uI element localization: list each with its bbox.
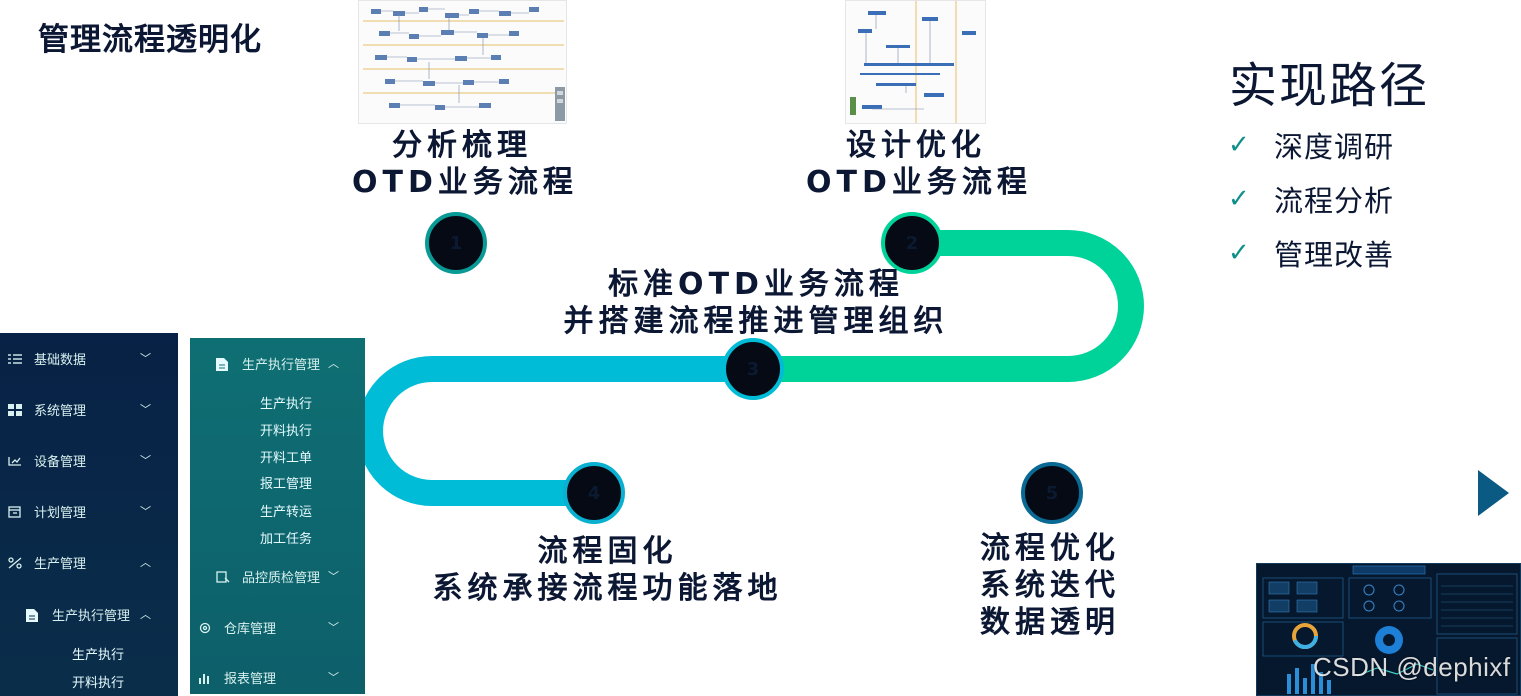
- sidebar-item-production[interactable]: 生产管理: [8, 553, 86, 572]
- path-heading: 实现路径: [1229, 58, 1430, 114]
- chevron-up-icon[interactable]: ︿: [328, 357, 339, 370]
- stage-node-1[interactable]: 1: [425, 212, 487, 274]
- stage-4-text: 流程固化 系统承接流程功能落地: [420, 533, 795, 607]
- stage-node-5[interactable]: 5: [1021, 462, 1083, 524]
- sidebar-item-label: 报表管理: [224, 672, 277, 687]
- sidebar-item-warehouse[interactable]: 仓库管理: [198, 618, 276, 637]
- sidebar-menu-teal: 生产执行管理 ︿ 生产执行 开料执行 开料工单 报工管理 生产转运 加工任务 品…: [190, 338, 365, 694]
- sidebar-item-device[interactable]: 设备管理: [8, 451, 86, 470]
- sidebar-menu-dark: 基础数据 ﹀ 系统管理 ﹀ 设备管理 ﹀ 计划管理 ﹀ 生产管理 ︿ 生产执行管…: [0, 333, 178, 696]
- chevron-down-icon[interactable]: ﹀: [140, 454, 151, 467]
- path-item-label: 管理改善: [1274, 238, 1395, 272]
- sidebar-item-label: 系统管理: [34, 404, 87, 419]
- document-icon: [216, 357, 230, 371]
- chevron-down-icon[interactable]: ﹀: [328, 621, 339, 634]
- check-icon: ✓: [1228, 130, 1250, 160]
- stage-5-title: 流程优化: [980, 531, 1120, 566]
- sidebar-item-report[interactable]: 报表管理: [198, 668, 276, 687]
- chevron-down-icon[interactable]: ﹀: [328, 671, 339, 684]
- sidebar-item-label: 设备管理: [34, 455, 87, 470]
- stage-3-subtitle: 并搭建流程推进管理组织: [563, 304, 949, 339]
- path-item-label: 流程分析: [1274, 184, 1395, 218]
- sidebar-subgroup-execution[interactable]: 生产执行管理: [216, 354, 320, 373]
- sidebar-subitem[interactable]: 加工任务: [260, 532, 313, 547]
- stage-node-number: 5: [1045, 482, 1059, 504]
- stage-node-number: 2: [905, 232, 919, 254]
- sidebar-item-label: 仓库管理: [224, 622, 277, 637]
- stage-node-4[interactable]: 4: [563, 462, 625, 524]
- path-item: ✓ 管理改善: [1228, 226, 1394, 280]
- stage-3-title: 标准OTD业务流程: [608, 267, 904, 302]
- stage-node-2[interactable]: 2: [881, 212, 943, 274]
- device-icon: [8, 455, 22, 467]
- stage-node-number: 4: [587, 482, 601, 504]
- stage-node-3[interactable]: 3: [722, 338, 784, 400]
- stage-node-number: 1: [449, 232, 463, 254]
- sidebar-item-label: 计划管理: [34, 506, 87, 521]
- sidebar-item-label: 基础数据: [34, 353, 87, 368]
- sidebar-item-basic-data[interactable]: 基础数据: [8, 349, 86, 368]
- sidebar-subitem[interactable]: 生产执行: [72, 648, 125, 663]
- sidebar-subitem[interactable]: 开料工单: [260, 451, 313, 466]
- flowchart-thumbnail-1: [358, 0, 567, 124]
- watermark: CSDN @dephixf: [1313, 652, 1511, 682]
- stage-4-title: 流程固化: [537, 534, 678, 569]
- stage-1-text: 分析梳理 OTD业务流程: [352, 127, 578, 201]
- sidebar-item-system[interactable]: 系统管理: [8, 400, 86, 419]
- stage-5-subtitle: 系统迭代: [980, 568, 1120, 603]
- stage-2-title: 设计优化: [846, 128, 986, 163]
- sidebar-subitem[interactable]: 开料执行: [72, 676, 125, 691]
- stage-4-subtitle: 系统承接流程功能落地: [432, 571, 783, 606]
- sidebar-subgroup-execution[interactable]: 生产执行管理: [26, 605, 130, 624]
- stage-2-text: 设计优化 OTD业务流程: [806, 127, 1032, 201]
- sidebar-subitem[interactable]: 生产执行: [260, 397, 313, 412]
- page-title: 管理流程透明化: [38, 22, 262, 58]
- chevron-up-icon[interactable]: ︿: [140, 556, 151, 569]
- sidebar-subitem[interactable]: 开料执行: [260, 424, 313, 439]
- stage-5-note: 数据透明: [980, 605, 1120, 640]
- chevron-down-icon[interactable]: ﹀: [140, 505, 151, 518]
- sidebar-item-quality[interactable]: 品控质检管理: [216, 567, 320, 586]
- sidebar-item-label: 品控质检管理: [242, 571, 321, 586]
- stage-2-subtitle: OTD业务流程: [806, 165, 1032, 200]
- percent-icon: [8, 556, 22, 569]
- path-item: ✓ 深度调研: [1228, 118, 1394, 172]
- grid-icon: [8, 403, 22, 416]
- sidebar-subitem[interactable]: 报工管理: [260, 477, 313, 492]
- stage-1-title: 分析梳理: [392, 128, 532, 163]
- sidebar-item-plan[interactable]: 计划管理: [8, 502, 86, 521]
- warehouse-icon: [198, 622, 212, 634]
- chevron-down-icon[interactable]: ﹀: [328, 570, 339, 583]
- flowchart-thumbnail-2: [845, 0, 986, 124]
- chart-icon: [198, 672, 212, 684]
- sidebar-item-label: 生产管理: [34, 557, 87, 572]
- path-item: ✓ 流程分析: [1228, 172, 1394, 226]
- chevron-up-icon[interactable]: ︿: [140, 608, 151, 621]
- chevron-down-icon[interactable]: ﹀: [140, 403, 151, 416]
- sidebar-subitem[interactable]: 生产转运: [260, 505, 313, 520]
- stage-1-subtitle: OTD业务流程: [352, 165, 578, 200]
- sidebar-item-label: 生产执行管理: [242, 358, 321, 373]
- check-icon: ✓: [1228, 238, 1250, 268]
- chevron-down-icon[interactable]: ﹀: [140, 352, 151, 365]
- calendar-icon: [8, 505, 22, 518]
- sidebar-item-label: 生产执行管理: [52, 609, 131, 624]
- document-icon: [26, 608, 40, 622]
- list-icon: [8, 353, 22, 365]
- check-icon: ✓: [1228, 184, 1250, 214]
- stage-3-text: 标准OTD业务流程 并搭建流程推进管理组织: [556, 266, 956, 340]
- path-list: ✓ 深度调研 ✓ 流程分析 ✓ 管理改善: [1228, 118, 1394, 280]
- stage-5-text: 流程优化 系统迭代 数据透明: [965, 530, 1135, 641]
- path-item-label: 深度调研: [1274, 130, 1395, 164]
- quality-icon: [216, 570, 230, 583]
- dashboard-thumbnail: [1256, 563, 1521, 696]
- stage-node-number: 3: [746, 358, 760, 380]
